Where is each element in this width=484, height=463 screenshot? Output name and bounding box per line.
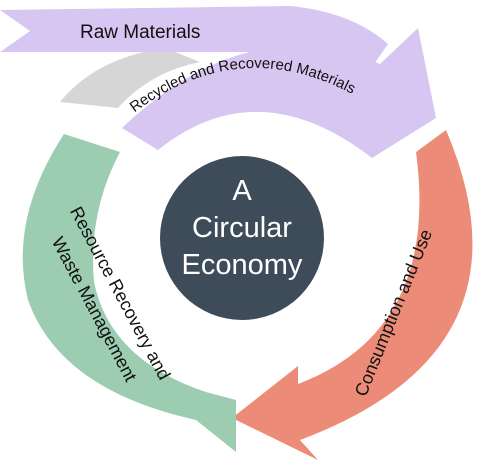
resource-recovery-arc [22,134,236,452]
gray-gap-wedge [60,48,200,108]
center-title-line-3: Economy [182,249,303,281]
raw-materials-banner [0,6,388,70]
center-title-line-2: Circular [192,212,292,244]
center-title-line-1: A [232,175,252,207]
consumption-and-use-arc [232,130,473,460]
raw-materials-label: Raw Materials [80,22,200,43]
center-circle [160,156,324,320]
